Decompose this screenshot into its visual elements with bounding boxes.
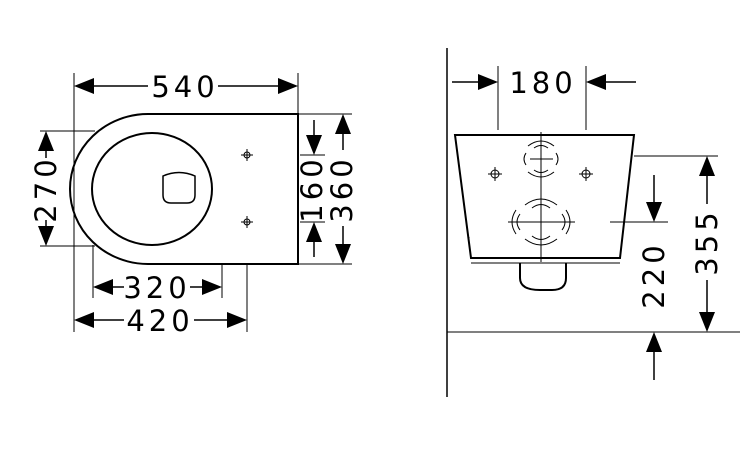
dim-540: 540 [74,70,298,104]
body-outline [453,134,636,259]
dim-355-label: 355 [690,208,724,275]
dim-270: 270 [29,131,63,246]
dim-160-label: 160 [295,155,329,222]
top-view: 540 270 160 360 [29,70,359,338]
dim-160: 160 [295,120,329,257]
dim-180: 180 [452,66,636,100]
dim-180-label: 180 [509,66,576,100]
dim-420-label: 420 [126,304,193,338]
fixing-hole [488,167,502,181]
side-view: 180 220 355 [446,48,740,397]
dim-540-label: 540 [151,70,218,104]
lower-fixing-mark [511,198,571,246]
dim-355: 355 [690,156,724,332]
mounting-hole [241,149,253,161]
dim-360-label: 360 [325,155,359,222]
dim-220: 220 [637,175,671,380]
fixing-hole [579,167,593,181]
seat-opening [91,132,213,246]
mounting-hole [241,216,253,228]
bowl-outline [69,113,299,265]
upper-fixing-mark [523,140,559,178]
dim-320: 320 [93,271,222,305]
dim-420: 420 [74,304,247,338]
dim-270-label: 270 [29,155,63,222]
outlet-notch [162,171,196,204]
outlet-spigot [519,263,567,291]
dim-220-label: 220 [637,241,671,308]
dim-320-label: 320 [123,271,190,305]
dim-360: 360 [325,114,359,264]
